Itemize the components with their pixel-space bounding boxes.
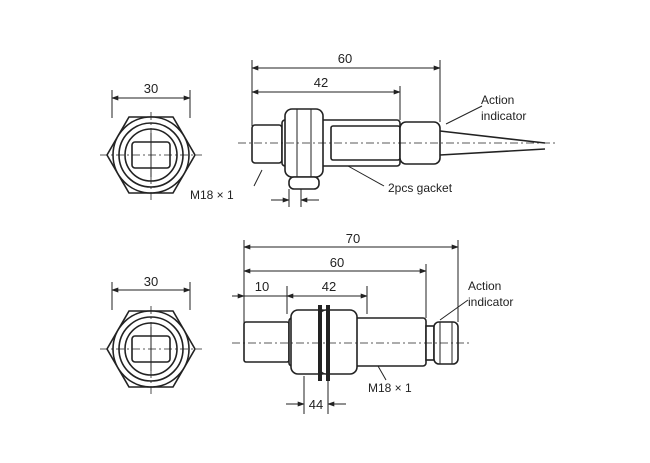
nut-tab — [288, 176, 320, 190]
bottom-indicator-leader — [439, 299, 469, 321]
sensor-head-bottom — [243, 321, 290, 363]
bottom-thread-label: M18 × 1 — [368, 381, 412, 395]
indicator-leader — [445, 105, 483, 125]
cable — [439, 130, 546, 156]
bottom-indicator-label-line1: Action — [468, 279, 501, 293]
top-indicator-label-line2: indicator — [481, 109, 526, 123]
top-end-view: 30 — [100, 81, 202, 200]
bottom-end-width-label: 30 — [144, 274, 158, 289]
bottom-body-length-label: 60 — [330, 255, 344, 270]
bottom-head-length-label: 10 — [255, 279, 269, 294]
top-overall-length-label: 60 — [338, 51, 352, 66]
bottom-side-view: 70 60 10 42 Action indicator M18 × 1 44 — [232, 231, 513, 414]
bottom-thread-leader — [377, 365, 387, 381]
top-side-view: 60 42 Action indicator M18 × 1 2pcs gack… — [190, 51, 556, 207]
bottom-thread-length-label: 42 — [322, 279, 336, 294]
bottom-nut-width-label: 44 — [309, 397, 323, 412]
bottom-overall-length-label: 70 — [346, 231, 360, 246]
thread-leader — [253, 169, 263, 187]
lock-nut-rear — [318, 309, 358, 375]
gasket-leader — [347, 165, 385, 187]
sensor-head — [251, 124, 283, 164]
bottom-indicator-label-line2: indicator — [468, 295, 513, 309]
top-end-width-label: 30 — [144, 81, 158, 96]
bottom-end-view: 30 — [100, 274, 202, 394]
top-gasket-label: 2pcs gacket — [388, 181, 453, 195]
top-thread-length-label: 42 — [314, 75, 328, 90]
top-thread-label: M18 × 1 — [190, 188, 234, 202]
top-indicator-label-line1: Action — [481, 93, 514, 107]
